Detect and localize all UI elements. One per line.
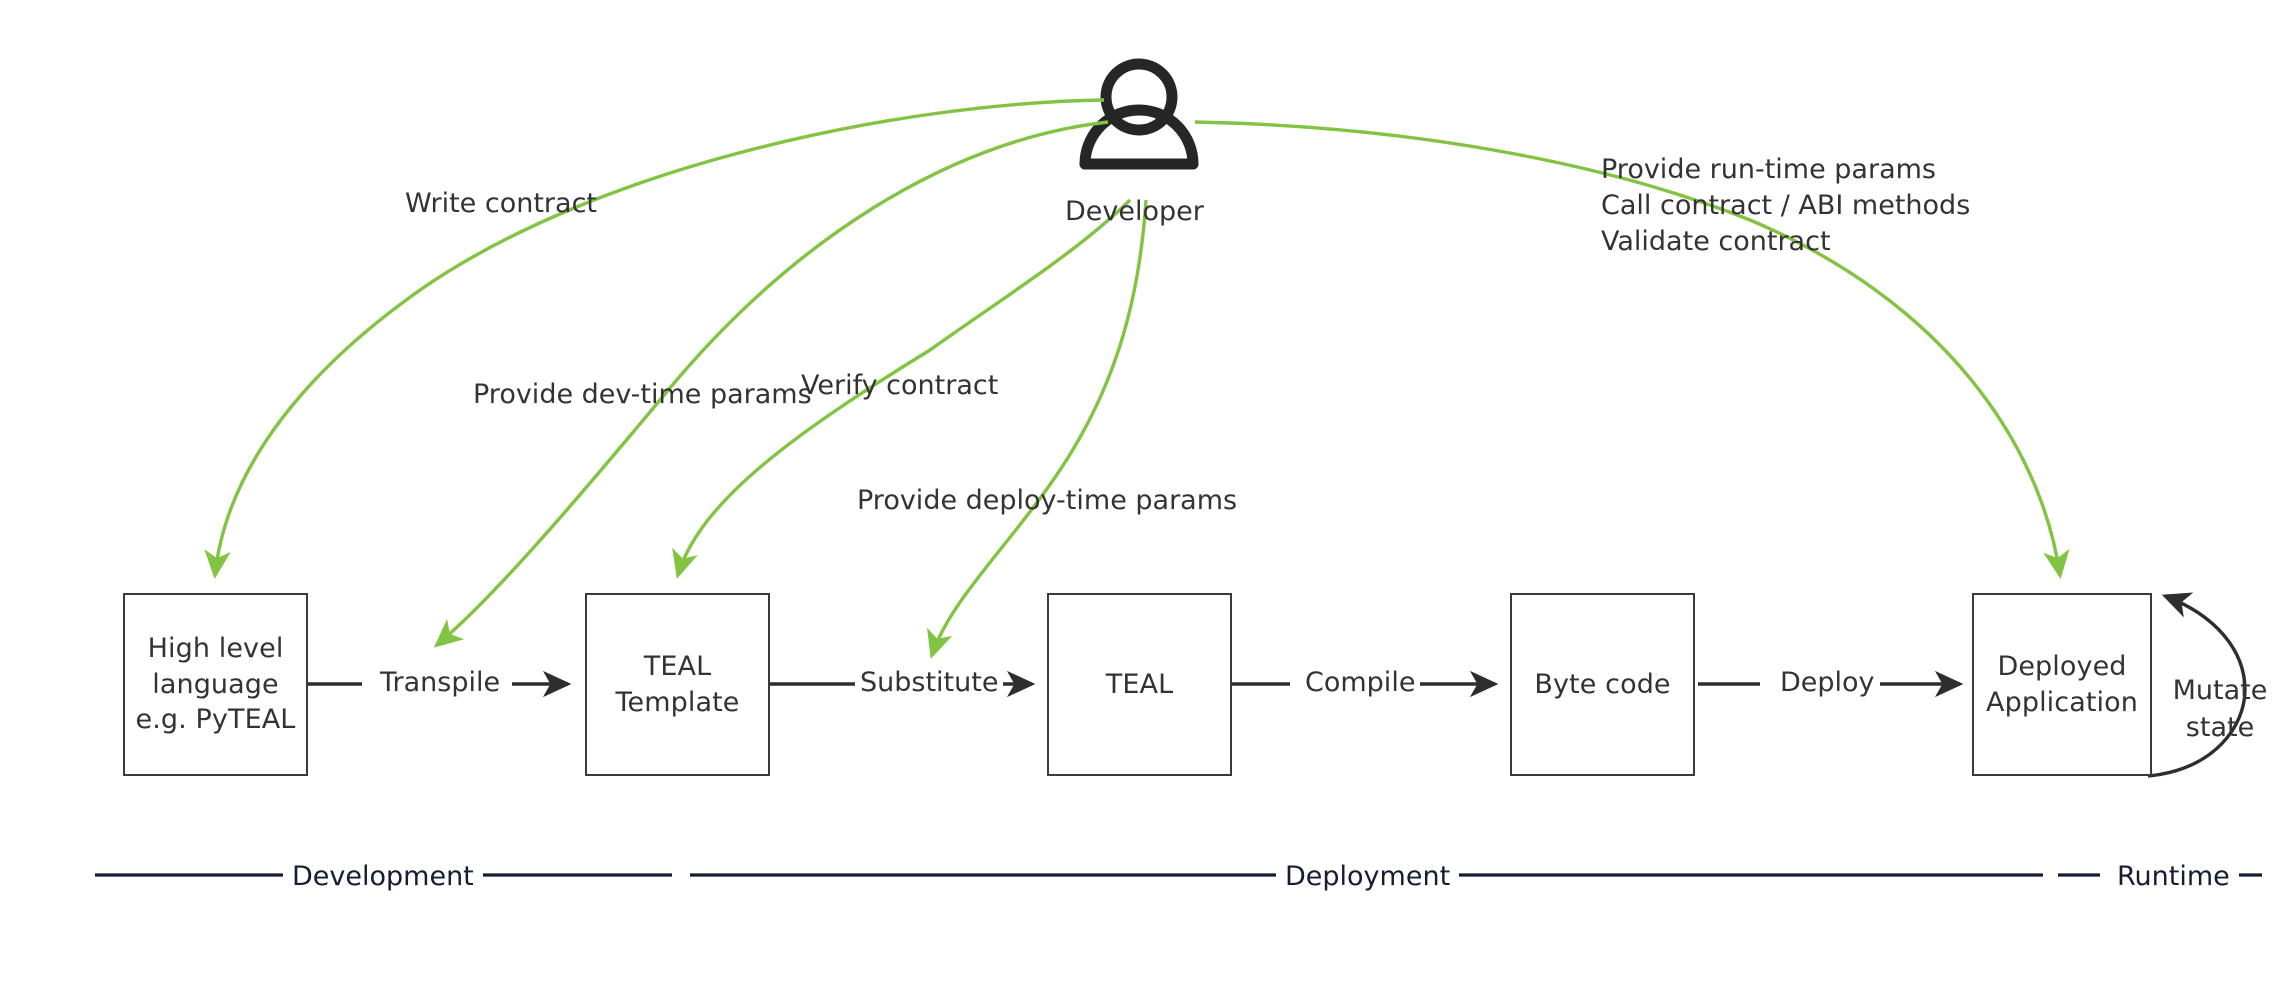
edge-label-text: Transpile xyxy=(380,667,501,698)
node-label: TEAL Template xyxy=(615,650,740,718)
node-high-level-language[interactable]: High level language e.g. PyTEAL xyxy=(123,593,308,776)
action-label-verify-contract: Verify contract xyxy=(801,372,998,399)
node-byte-code[interactable]: Byte code xyxy=(1510,593,1695,776)
phase-label-development: Development xyxy=(283,861,483,892)
action-label-text: Verify contract xyxy=(801,370,999,401)
node-teal-template[interactable]: TEAL Template xyxy=(585,593,770,776)
edge-label-compile: Compile xyxy=(1300,667,1421,698)
actor-name: Developer xyxy=(1065,196,1204,227)
edge-label-text: Compile xyxy=(1305,667,1416,698)
node-label: High level language e.g. PyTEAL xyxy=(135,633,296,736)
phase-label-runtime: Runtime xyxy=(2108,861,2239,892)
action-label-line-1: Provide run-time params xyxy=(1601,154,1936,185)
action-label-text: Provide deploy-time params xyxy=(857,485,1238,516)
edge-label-substitute: Substitute xyxy=(855,667,1004,698)
green-edge-runtime-actions xyxy=(1194,120,2070,580)
self-edge-label-text: Mutate state xyxy=(2172,675,2268,743)
node-teal[interactable]: TEAL xyxy=(1047,593,1232,776)
action-label-text: Provide dev-time params xyxy=(473,379,812,410)
green-edge-write-contract xyxy=(204,98,1105,580)
green-edge-provide-deploy-time-params xyxy=(927,199,1148,659)
edge-label-text: Substitute xyxy=(860,667,999,698)
edge-label-text: Deploy xyxy=(1780,667,1875,698)
edge-label-transpile: Transpile xyxy=(375,667,506,698)
self-edge-label-mutate-state: Mutate state xyxy=(2160,637,2280,746)
action-label-line-2: Call contract / ABI methods xyxy=(1601,189,1971,221)
edge-label-deploy: Deploy xyxy=(1775,669,1880,696)
action-label-line-3: Validate contract xyxy=(1601,225,1831,257)
node-deployed-application[interactable]: Deployed Application xyxy=(1972,593,2152,776)
action-label-write-contract: Write contract xyxy=(405,190,597,217)
action-label-provide-dev-time-params: Provide dev-time params xyxy=(473,381,812,408)
phase-label-text: Runtime xyxy=(2117,861,2230,892)
action-label-runtime-actions: Provide run-time params Call contract / … xyxy=(1601,152,1970,260)
node-label: Byte code xyxy=(1534,668,1671,700)
person-icon xyxy=(1079,58,1199,170)
green-edge-verify-contract xyxy=(672,198,1132,579)
node-label: Deployed Application xyxy=(1986,650,2138,718)
phase-label-deployment: Deployment xyxy=(1276,861,1460,892)
phase-label-text: Deployment xyxy=(1285,861,1451,892)
phase-label-text: Development xyxy=(292,861,474,892)
node-label: TEAL xyxy=(1105,668,1174,700)
green-edge-provide-dev-time-params xyxy=(433,120,1109,648)
action-label-provide-deploy-time-params: Provide deploy-time params xyxy=(857,487,1237,514)
actor-label-developer: Developer xyxy=(1065,196,1204,227)
action-label-text: Write contract xyxy=(405,188,598,219)
self-edge-mutate-state xyxy=(2147,592,2247,778)
